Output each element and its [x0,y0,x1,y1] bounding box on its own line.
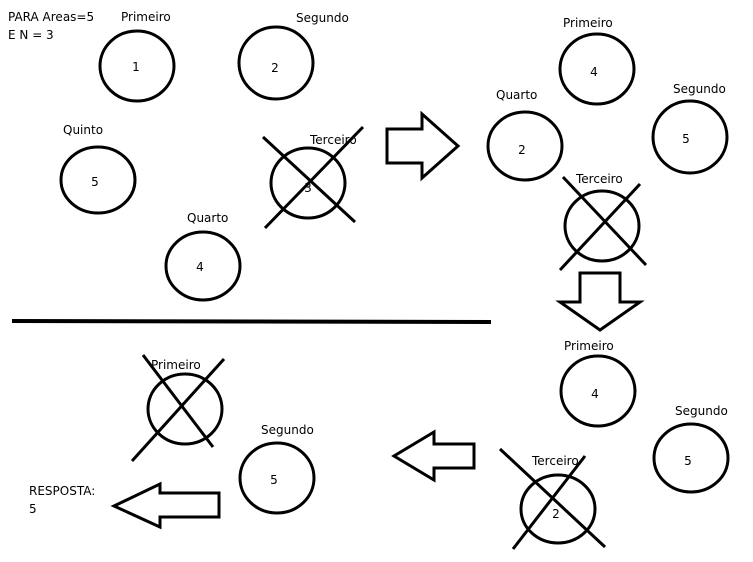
stage3-node-terceiro: Terceiro 2 [498,447,607,550]
stage-3: Primeiro 4 Segundo 5 Terceiro 2 [498,339,730,550]
stage1-value-primeiro: 1 [132,60,140,74]
arrow-right-icon [385,110,461,182]
stage1-cross-line-a [261,135,357,224]
stage2-node-primeiro: Primeiro 4 [558,16,636,106]
stage2-value-segundo: 5 [682,132,690,146]
arrow-down-icon [555,271,645,332]
stage3-cross-line-b [511,455,587,550]
header-line1: PARA Areas=5 [8,10,94,24]
stage3-value-segundo: 5 [684,454,692,468]
stage1-circle-quarto [164,230,242,302]
stage3-circle-terceiro [519,473,597,545]
stage4-node-primeiro: Primeiro [130,354,226,463]
stage4-label-segundo: Segundo [261,423,314,437]
stage1-node-primeiro: Primeiro 1 [98,10,176,103]
stage3-label-terceiro: Terceiro [531,454,579,468]
stage3-node-primeiro: Primeiro 4 [559,339,637,428]
stage2-node-terceiro: Terceiro [558,172,648,272]
stage4-circle-primeiro [146,372,224,446]
stage1-label-primeiro: Primeiro [121,10,171,24]
stage2-value-quarto: 2 [518,143,526,157]
stage3-label-primeiro: Primeiro [564,339,614,353]
stage3-node-segundo: Segundo 5 [652,404,730,494]
stage2-label-primeiro: Primeiro [563,16,613,30]
stage1-circle-segundo [237,25,315,101]
stage3-circle-segundo [652,422,730,494]
arrow-left-icon [391,429,476,483]
stage2-label-terceiro: Terceiro [575,172,623,186]
stage-2: Primeiro 4 Segundo 5 Terceiro Quarto 2 [486,16,729,272]
stage1-label-quinto: Quinto [63,123,103,137]
stage4-circle-segundo [238,441,316,515]
stage4-node-segundo: Segundo 5 [238,423,316,515]
stage1-circle-quinto [59,145,137,215]
stage2-circle-quarto [486,110,564,182]
stage1-circle-terceiro [269,146,347,220]
header-line2: E N = 3 [8,28,54,42]
stage1-node-quinto: Quinto 5 [59,123,137,215]
stage1-node-quarto: Quarto 4 [164,211,242,302]
stage1-cross-line-b [263,125,365,230]
stage2-label-segundo: Segundo [673,82,726,96]
stage2-circle-terceiro [563,189,641,263]
stage1-label-terceiro: Terceiro [309,133,357,147]
arrow-answer-icon [110,481,221,530]
stage1-label-segundo: Segundo [296,11,349,25]
stage2-label-quarto: Quarto [496,88,537,102]
stage2-node-quarto: Quarto 2 [486,88,564,182]
stage1-value-quinto: 5 [91,175,99,189]
stage2-node-segundo: Segundo 5 [651,82,729,175]
stage2-circle-primeiro [558,32,636,106]
stage1-node-terceiro: 3 Terceiro [261,125,365,230]
stage3-label-segundo: Segundo [675,404,728,418]
stage2-circle-segundo [651,99,729,175]
stage1-circle-primeiro [98,29,176,103]
stage3-value-terceiro: 2 [552,507,560,521]
answer-value: 5 [29,502,37,516]
stage4-label-primeiro: Primeiro [151,358,201,372]
stage1-value-quarto: 4 [196,260,204,274]
answer-label: RESPOSTA: [29,484,95,498]
section-divider [11,319,492,324]
stage3-circle-primeiro [559,354,637,428]
stage4-cross-line-b [130,357,226,463]
stage2-value-primeiro: 4 [590,65,598,79]
stage-1: Primeiro 1 Segundo 2 3 Terceiro Quarto 4… [59,10,365,302]
stage1-node-segundo: Segundo 2 [237,11,349,101]
stage4-cross-line-a [141,354,215,448]
stage3-value-primeiro: 4 [591,387,599,401]
stage-4: Primeiro Segundo 5 [130,354,316,515]
stage1-value-segundo: 2 [271,61,279,75]
stage1-label-quarto: Quarto [187,211,228,225]
stage1-value-terceiro: 3 [304,181,312,195]
stage2-cross-line-b [558,182,642,272]
stage4-value-segundo: 5 [270,473,278,487]
